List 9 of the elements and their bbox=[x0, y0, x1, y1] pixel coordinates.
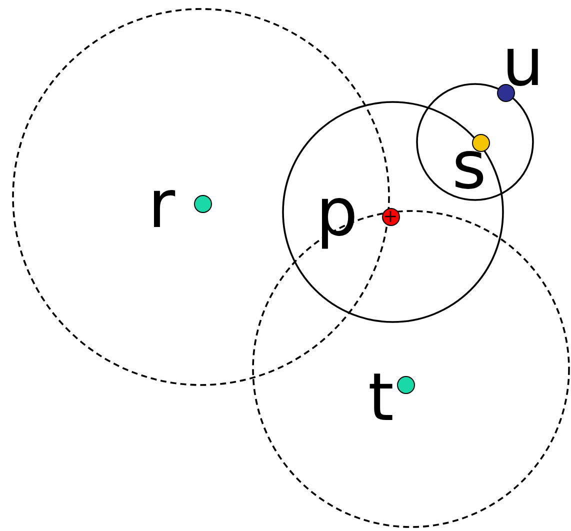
point-marker bbox=[194, 195, 212, 213]
point-label: t bbox=[368, 365, 394, 431]
marked-point bbox=[382, 208, 400, 226]
point-label: r bbox=[148, 172, 176, 238]
point-marker bbox=[472, 134, 490, 152]
point-marker bbox=[497, 84, 515, 102]
point-label: s bbox=[452, 133, 486, 199]
point-label: u bbox=[502, 30, 544, 96]
point-marker bbox=[397, 376, 415, 394]
